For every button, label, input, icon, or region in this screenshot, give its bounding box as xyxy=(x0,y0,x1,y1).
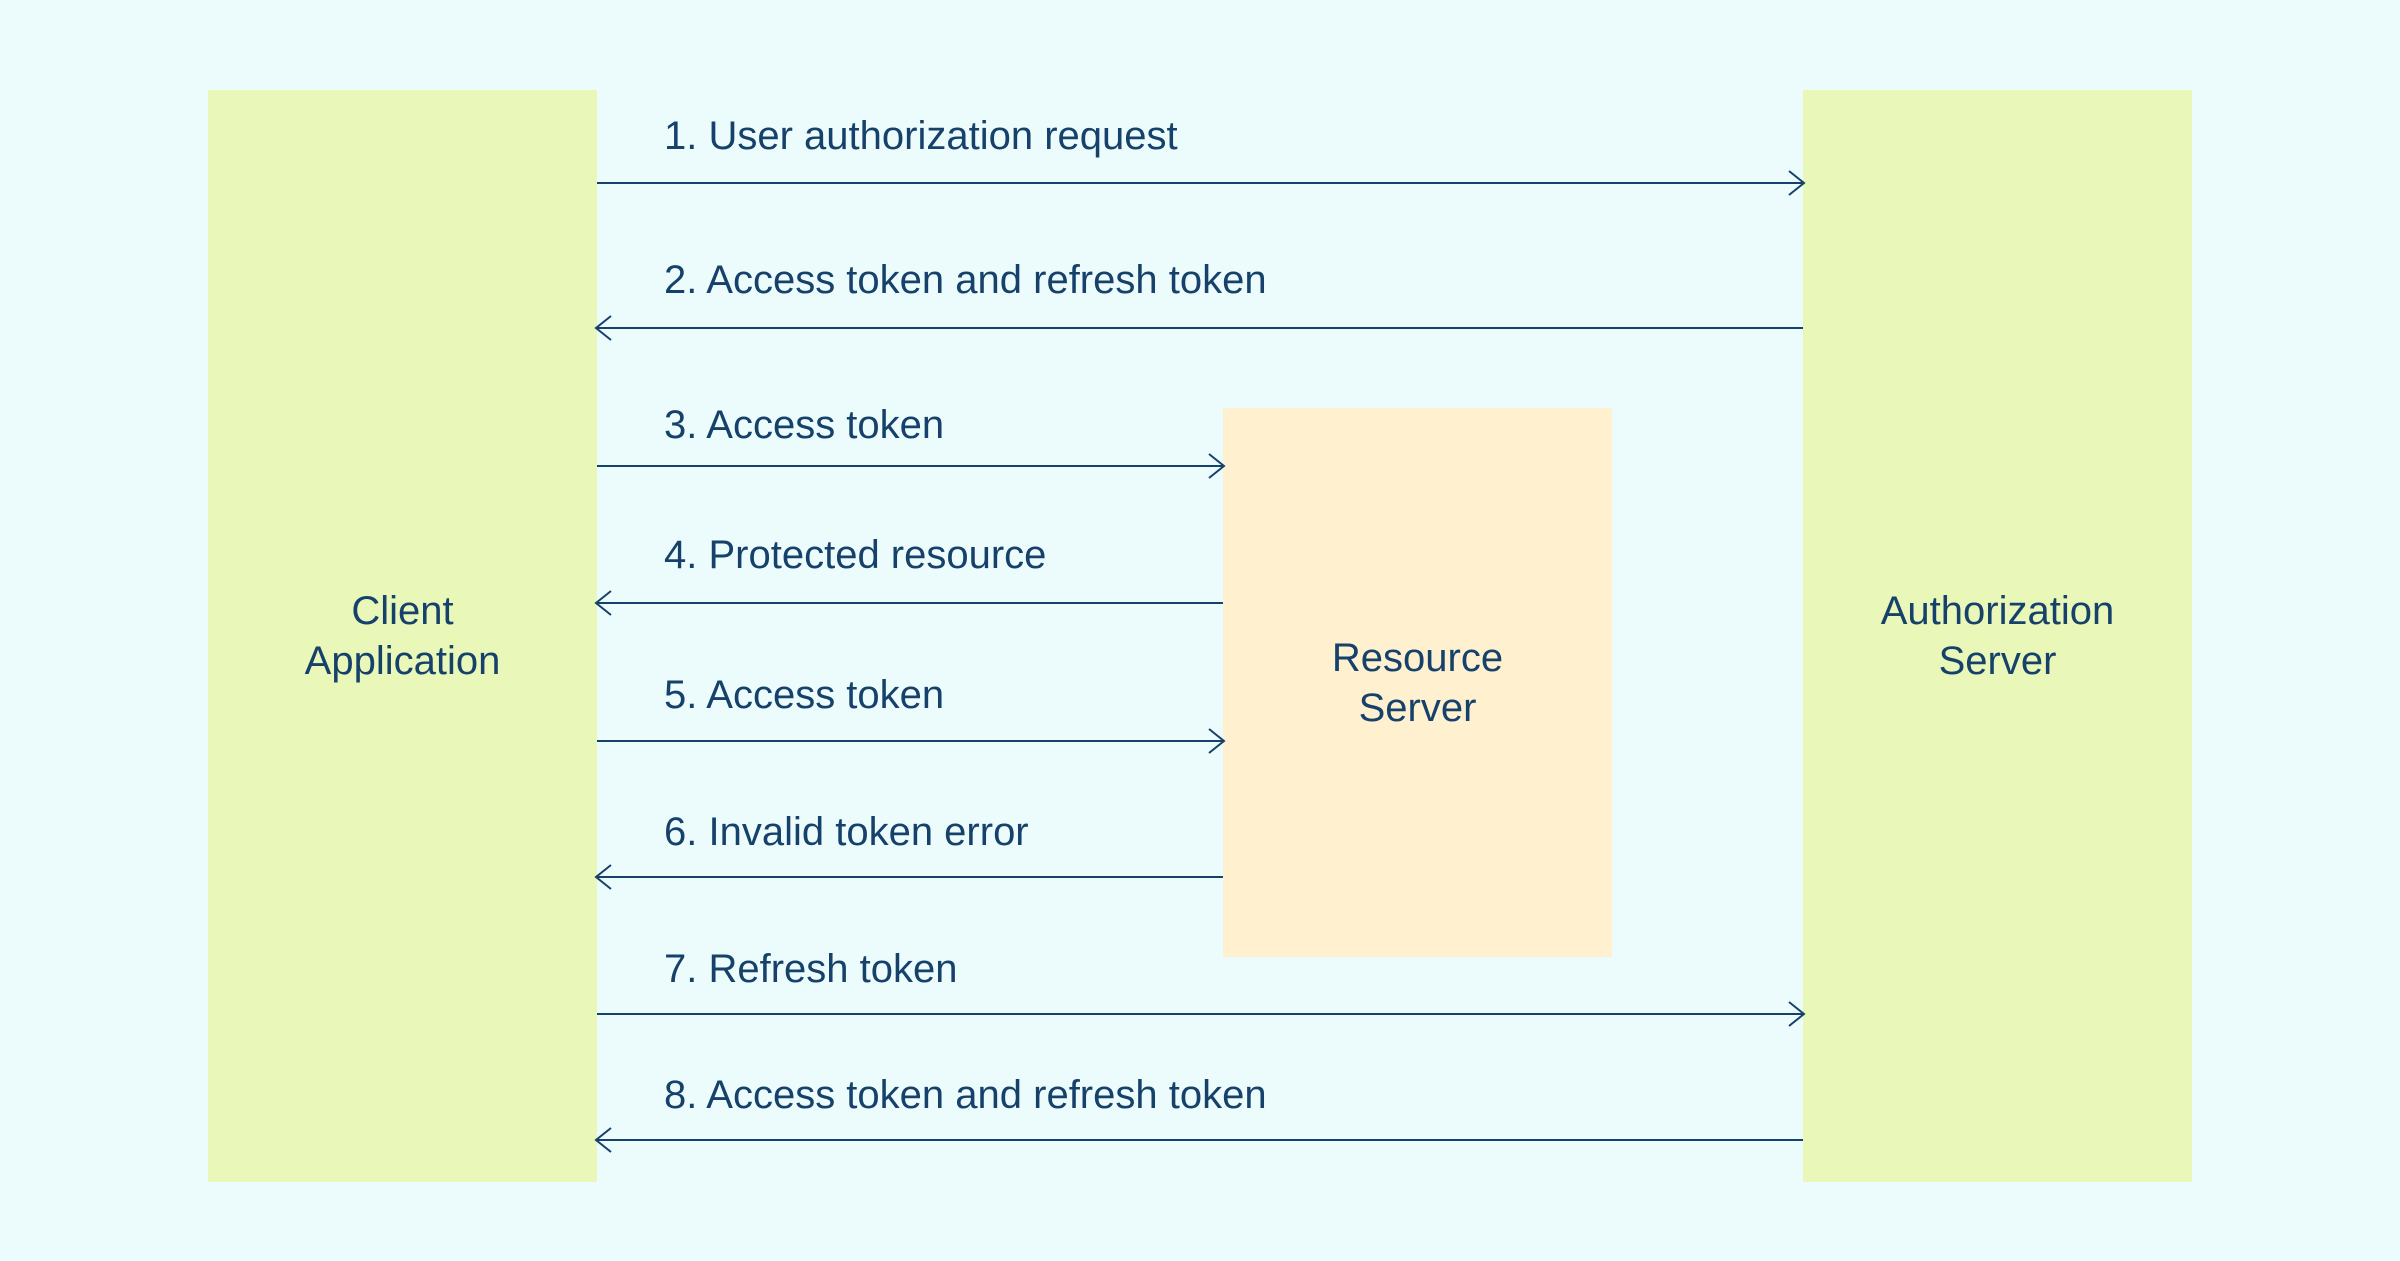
message-arrow-1 xyxy=(597,170,1806,196)
message-label-8: 8. Access token and refresh token xyxy=(664,1073,1267,1117)
arrowhead-8 xyxy=(594,1127,612,1153)
message-arrow-2 xyxy=(594,315,1803,341)
message-label-6: 6. Invalid token error xyxy=(664,810,1029,854)
resource-server-label: Resource Server xyxy=(1331,635,1504,730)
authorization-server-box: Authorization Server xyxy=(1803,90,2192,1182)
message-label-3: 3. Access token xyxy=(664,403,945,447)
resource-server-box: Resource Server xyxy=(1223,408,1612,957)
message-arrow-6 xyxy=(594,864,1223,890)
client-application-label: Client Application xyxy=(304,589,501,683)
message-label-5: 5. Access token xyxy=(664,673,945,717)
message-arrow-7 xyxy=(597,1001,1806,1027)
message-label-7: 7. Refresh token xyxy=(664,947,958,991)
message-label-1: 1. User authorization request xyxy=(664,114,1178,158)
message-arrow-8 xyxy=(594,1127,1803,1153)
arrowhead-6 xyxy=(594,864,612,890)
client-application-box: Client Application xyxy=(208,90,597,1182)
message-arrow-3 xyxy=(597,453,1226,479)
arrowhead-1 xyxy=(1788,170,1806,196)
message-label-4: 4. Protected resource xyxy=(664,533,1047,577)
arrowhead-5 xyxy=(1208,728,1226,754)
message-arrow-4 xyxy=(594,590,1223,616)
arrowhead-3 xyxy=(1208,453,1226,479)
authorization-server-label: Authorization Server xyxy=(1880,589,2115,683)
arrowhead-2 xyxy=(594,315,612,341)
arrowhead-7 xyxy=(1788,1001,1806,1027)
message-arrow-5 xyxy=(597,728,1226,754)
arrowhead-4 xyxy=(594,590,612,616)
message-label-2: 2. Access token and refresh token xyxy=(664,258,1267,302)
